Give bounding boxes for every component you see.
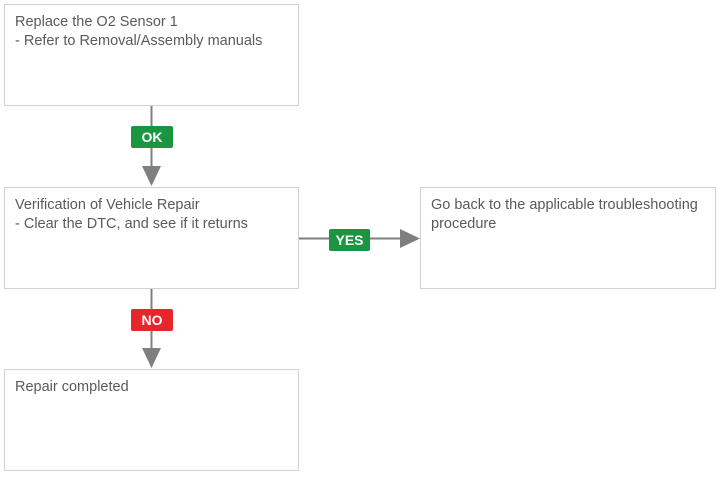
connector-ok-arrowhead	[142, 166, 161, 186]
step-repair-completed-box: Repair completed	[4, 369, 299, 471]
step-go-back-text: Go back to the applicable troubleshootin…	[431, 197, 698, 232]
step-repair-completed-text: Repair completed	[15, 379, 129, 395]
step-go-back-box: Go back to the applicable troubleshootin…	[420, 187, 716, 289]
connector-no-arrowhead	[142, 348, 161, 368]
no-badge: NO	[131, 309, 173, 331]
step-verification-title: Verification of Vehicle Repair	[15, 197, 200, 213]
yes-badge: YES	[329, 229, 370, 251]
step-verification-note: - Clear the DTC, and see if it returns	[15, 216, 248, 232]
ok-badge: OK	[131, 126, 173, 148]
step-replace-sensor-title: Replace the O2 Sensor 1	[15, 14, 178, 30]
step-verification-box: Verification of Vehicle Repair - Clear t…	[4, 187, 299, 289]
step-replace-sensor-note: - Refer to Removal/Assembly manuals	[15, 33, 263, 49]
connector-yes-arrowhead	[400, 229, 420, 248]
step-replace-sensor-box: Replace the O2 Sensor 1 - Refer to Remov…	[4, 4, 299, 106]
